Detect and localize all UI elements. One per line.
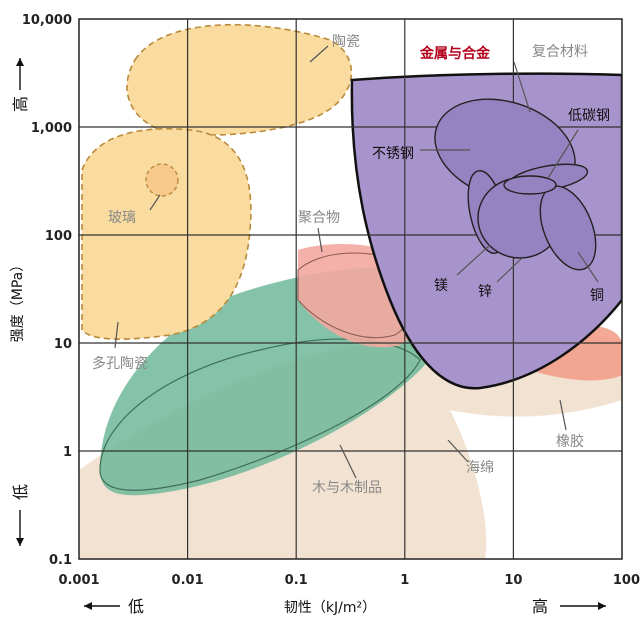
x-tick-labels: 0.001 0.01 0.1 1 10 100 bbox=[58, 573, 640, 588]
label-rubber: 橡胶 bbox=[556, 433, 584, 450]
leader-sponge bbox=[447, 439, 469, 463]
leader-mg bbox=[456, 244, 491, 276]
y-tick-labels: 0.1 1 10 100 1,000 10,000 bbox=[22, 13, 72, 568]
label-metals: 金属与合金 bbox=[419, 45, 491, 62]
label-stainless: 不锈钢 bbox=[372, 146, 414, 162]
region-sponge bbox=[79, 333, 622, 559]
region-wood-outline bbox=[99, 338, 421, 491]
x-tick-label: 0.1 bbox=[285, 573, 308, 588]
label-mg: 镁 bbox=[434, 278, 448, 294]
x-direction-low: 低 bbox=[84, 597, 144, 616]
x-tick-label: 10 bbox=[504, 573, 522, 588]
label-glass: 玻璃 bbox=[108, 209, 136, 226]
y-axis-title: 强度（MPa） bbox=[10, 258, 26, 342]
label-cu: 铜 bbox=[590, 288, 604, 304]
label-porous-ceramics: 多孔陶瓷 bbox=[92, 355, 148, 372]
x-tick-label: 1 bbox=[400, 573, 409, 588]
x-axis-title: 韧性（kJ/m²） bbox=[284, 600, 376, 616]
leader-porous bbox=[114, 321, 119, 349]
leader-zn bbox=[496, 257, 523, 283]
x-tick-label: 0.001 bbox=[58, 573, 99, 588]
y-direction-high: 高 bbox=[11, 58, 30, 112]
leader-rubber bbox=[559, 399, 567, 431]
y-tick-label: 100 bbox=[45, 229, 72, 244]
y-tick-label: 1,000 bbox=[31, 121, 72, 136]
y-low-label: 低 bbox=[11, 484, 30, 500]
leader-lines bbox=[114, 45, 599, 479]
leader-polymer bbox=[317, 227, 323, 253]
region-ceramics bbox=[126, 23, 353, 136]
x-direction-high: 高 bbox=[532, 597, 606, 616]
y-tick-label: 0.1 bbox=[49, 553, 72, 568]
label-wood: 木与木制品 bbox=[312, 480, 382, 496]
leader-composites bbox=[513, 61, 531, 113]
leader-ceramics bbox=[309, 45, 329, 63]
x-low-label: 低 bbox=[128, 597, 144, 616]
metal-subregions bbox=[434, 98, 597, 271]
x-tick-label: 0.01 bbox=[172, 573, 204, 588]
x-high-label: 高 bbox=[532, 597, 548, 616]
y-tick-label: 10 bbox=[54, 337, 72, 352]
label-lowcarbon: 低碳钢 bbox=[568, 108, 610, 124]
leader-lowcarbon bbox=[547, 129, 579, 179]
x-tick-label: 100 bbox=[613, 573, 640, 588]
region-porous-ceramics bbox=[81, 127, 252, 340]
leader-wood bbox=[339, 444, 357, 479]
leader-glass bbox=[149, 194, 161, 211]
y-tick-label: 10,000 bbox=[22, 13, 72, 28]
y-high-label: 高 bbox=[11, 96, 30, 112]
plot-frame bbox=[78, 18, 623, 560]
label-polymer: 聚合物 bbox=[298, 210, 340, 226]
label-zn: 锌 bbox=[478, 284, 492, 300]
leader-cu bbox=[577, 251, 599, 283]
y-direction-low: 低 bbox=[11, 484, 30, 546]
label-sponge: 海绵 bbox=[466, 459, 494, 476]
region-zn-core bbox=[503, 175, 557, 195]
y-tick-label: 1 bbox=[63, 445, 72, 460]
label-ceramics: 陶瓷 bbox=[332, 34, 360, 50]
label-composites: 复合材料 bbox=[532, 43, 588, 60]
region-glass bbox=[145, 163, 179, 197]
